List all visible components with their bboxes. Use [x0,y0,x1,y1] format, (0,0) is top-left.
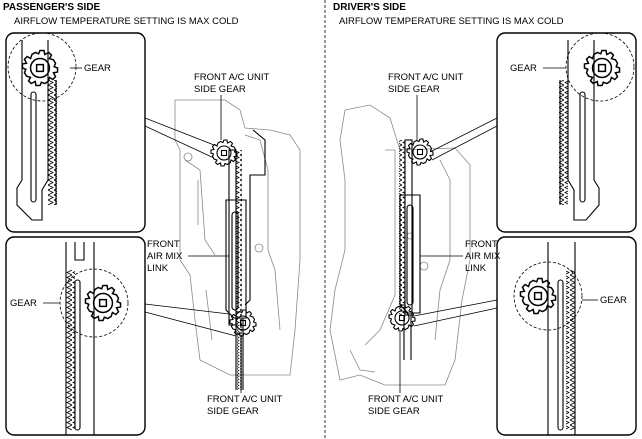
passenger-link-label-1: FRONT [147,239,180,250]
passenger-bottom-side-gear-label-1: FRONT A/C UNIT [207,394,282,405]
driver-top-side-gear-label-1: FRONT A/C UNIT [388,72,463,83]
passenger-ac-unit [174,99,301,376]
driver-top-side-gear [406,138,434,166]
driver-heading: DRIVER'S SIDE [333,2,406,13]
driver-air-mix-link [399,139,421,360]
passenger-top-callout [144,117,215,159]
passenger-heading: PASSENGER'S SIDE [3,2,101,13]
driver-bottom-inset [496,236,637,436]
driver-top-side-gear-label-2: SIDE GEAR [388,84,440,95]
driver-bottom-callout [413,299,498,327]
passenger-subheading: AIRFLOW TEMPERATURE SETTING IS MAX COLD [14,16,239,27]
passenger-top-side-gear-label-1: FRONT A/C UNIT [194,72,269,83]
passenger-top-side-gear-label-2: SIDE GEAR [194,84,246,95]
passenger-top-inset [5,32,146,233]
driver-bottom-gear-label: GEAR [600,295,627,306]
passenger-bottom-side-gear-label-2: SIDE GEAR [207,406,259,417]
passenger-bottom-gear-label: GEAR [10,298,37,309]
driver-link-label-3: LINK [465,263,487,274]
passenger-top-gear-label: GEAR [84,63,111,74]
passenger-link-label-2: AIR MIX [147,251,183,262]
passenger-link-label-3: LINK [147,263,169,274]
driver-bottom-side-gear-label-2: SIDE GEAR [368,406,420,417]
passenger-air-mix-link [225,149,247,390]
driver-top-inset [496,32,637,233]
passenger-bottom-inset [5,236,146,436]
driver-link-label-1: FRONT [465,239,498,250]
driver-top-callout [429,117,498,161]
driver-bottom-side-gear-label-1: FRONT A/C UNIT [368,394,443,405]
driver-subheading: AIRFLOW TEMPERATURE SETTING IS MAX COLD [339,16,564,27]
driver-link-label-2: AIR MIX [465,251,501,262]
passenger-top-side-gear [210,139,238,167]
passenger-bottom-callout [144,303,237,337]
driver-top-gear-label: GEAR [510,63,537,74]
